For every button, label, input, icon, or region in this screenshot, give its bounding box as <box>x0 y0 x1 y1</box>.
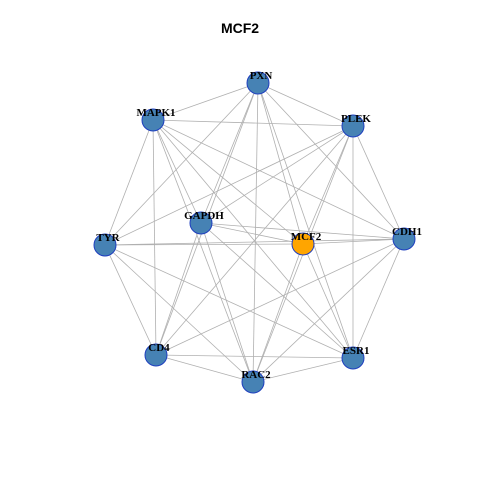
node-label-mcf2: MCF2 <box>291 231 322 243</box>
edge-mapk1-esr1 <box>152 119 354 359</box>
edge-mcf2-esr1 <box>302 243 354 359</box>
node-label-plek: PLEK <box>341 113 371 125</box>
edge-plek-cdh1 <box>352 125 405 240</box>
edge-cdh1-tyr <box>104 238 405 246</box>
edge-pxn-cdh1 <box>257 82 405 240</box>
edge-pxn-gapdh <box>200 82 259 224</box>
edge-mapk1-mcf2 <box>152 119 304 245</box>
edge-cdh1-rac2 <box>252 238 405 383</box>
edge-plek-mcf2 <box>302 125 354 245</box>
node-label-rac2: RAC2 <box>241 369 271 381</box>
edge-gapdh-rac2 <box>200 222 254 383</box>
edge-esr1-rac2 <box>252 357 354 383</box>
node-circle-cd4 <box>144 343 168 367</box>
node-cd4: CD4 <box>144 342 170 367</box>
node-tyr: TYR <box>93 232 121 257</box>
edge-plek-tyr <box>104 125 354 246</box>
edge-pxn-plek <box>257 82 354 127</box>
node-mapk1: MAPK1 <box>136 107 176 132</box>
edge-mcf2-cdh1 <box>302 238 405 245</box>
node-circle-gapdh <box>189 211 213 235</box>
edge-tyr-rac2 <box>104 244 254 383</box>
node-plek: PLEK <box>341 113 371 138</box>
node-label-mapk1: MAPK1 <box>136 107 175 119</box>
edge-mapk1-plek <box>152 119 354 127</box>
edge-mcf2-rac2 <box>252 243 304 383</box>
edge-cd4-esr1 <box>155 354 354 359</box>
node-gapdh: GAPDH <box>184 210 224 235</box>
edge-layer <box>104 82 405 383</box>
node-circle-plek <box>341 114 365 138</box>
node-circle-tyr <box>93 233 117 257</box>
edge-tyr-cd4 <box>104 244 157 356</box>
edge-pxn-mapk1 <box>152 82 259 121</box>
node-pxn: PXN <box>246 70 273 95</box>
node-label-cdh1: CDH1 <box>392 226 422 238</box>
graph-title: MCF2 <box>220 20 260 36</box>
edge-mapk1-cdh1 <box>152 119 405 240</box>
edge-gapdh-cdh1 <box>200 222 405 240</box>
node-circle-rac2 <box>241 370 265 394</box>
edge-plek-cd4 <box>155 125 354 356</box>
node-label-tyr: TYR <box>96 232 120 244</box>
edge-pxn-rac2 <box>252 82 259 383</box>
edge-pxn-tyr <box>104 82 259 246</box>
node-circle-mapk1 <box>141 108 165 132</box>
edge-plek-gapdh <box>200 125 354 224</box>
edge-pxn-esr1 <box>257 82 354 359</box>
node-circle-mcf2 <box>291 232 315 256</box>
node-circle-pxn <box>246 71 270 95</box>
node-label-esr1: ESR1 <box>343 345 370 357</box>
edge-mcf2-tyr <box>104 243 304 246</box>
edge-mapk1-rac2 <box>152 119 254 383</box>
node-label-pxn: PXN <box>250 70 273 82</box>
edge-gapdh-esr1 <box>200 222 354 359</box>
edge-tyr-esr1 <box>104 244 354 359</box>
node-mcf2: MCF2 <box>291 231 322 256</box>
node-circle-cdh1 <box>392 227 416 251</box>
edge-cdh1-esr1 <box>352 238 405 359</box>
node-label-cd4: CD4 <box>148 342 170 354</box>
node-circle-esr1 <box>341 346 365 370</box>
node-rac2: RAC2 <box>241 369 271 394</box>
edge-mapk1-gapdh <box>152 119 202 224</box>
node-cdh1: CDH1 <box>392 226 422 251</box>
edge-pxn-mcf2 <box>257 82 304 245</box>
edge-gapdh-cd4 <box>155 222 202 356</box>
edge-cd4-rac2 <box>155 354 254 383</box>
edge-gapdh-mcf2 <box>200 222 304 245</box>
node-esr1: ESR1 <box>341 345 370 370</box>
edge-mapk1-tyr <box>104 119 154 246</box>
edge-mapk1-cd4 <box>152 119 157 356</box>
node-label-gapdh: GAPDH <box>184 210 224 222</box>
edge-cdh1-cd4 <box>155 238 405 356</box>
